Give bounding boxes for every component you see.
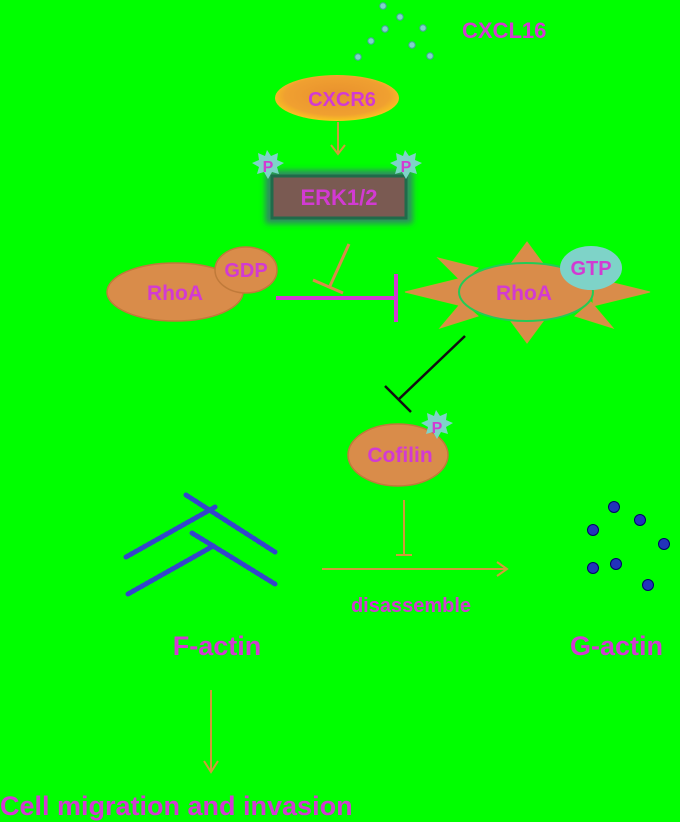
erk-p-label-left: P xyxy=(263,159,274,176)
gdp-node xyxy=(214,246,278,294)
inhibit-rhoa-to-cofilin xyxy=(384,335,466,413)
inhibit-cofilin-disassembly xyxy=(396,500,412,556)
inhibit-erk xyxy=(312,243,351,295)
f-actin-label: F-actin xyxy=(173,631,262,661)
gtp-label: GTP xyxy=(570,258,611,280)
gtp-node xyxy=(560,246,622,290)
disassemble-label: disassemble xyxy=(351,595,471,617)
arrow-disassemble xyxy=(322,561,509,577)
erk-phospho-badge-left: P xyxy=(252,150,284,179)
erk-box xyxy=(270,174,408,220)
erk-phospho-badge-right: P xyxy=(390,150,422,179)
rhoa-gtp-node xyxy=(458,262,594,322)
g-actin-monomers xyxy=(587,501,670,591)
rhoa-gtp-label: RhoA xyxy=(496,282,552,305)
g-actin-label: G-actin xyxy=(570,631,663,661)
cofilin-label: Cofilin xyxy=(367,444,432,467)
erk-p-label-right: P xyxy=(401,159,412,176)
erk-label: ERK1/2 xyxy=(300,185,377,210)
cxcl16-ligand-dots xyxy=(354,2,434,61)
gdp-label: GDP xyxy=(224,260,267,282)
cofilin-phospho-badge: P xyxy=(421,410,453,439)
outcome-label: Cell migration and invasion xyxy=(0,791,353,821)
cxcr6-label: CXCR6 xyxy=(308,89,376,111)
cxcr6-node xyxy=(275,75,399,121)
rhoa-gdp-label: RhoA xyxy=(147,282,203,305)
f-actin-filaments xyxy=(123,492,278,597)
arrow-cxcr6-to-erk xyxy=(330,122,346,156)
cxcl16-label: CXCL16 xyxy=(462,18,546,43)
cofilin-node xyxy=(347,423,449,487)
cofilin-p-label: P xyxy=(432,420,443,437)
arrow-factin-to-outcome xyxy=(203,690,219,774)
inhibit-rhoa-activation xyxy=(276,274,398,322)
